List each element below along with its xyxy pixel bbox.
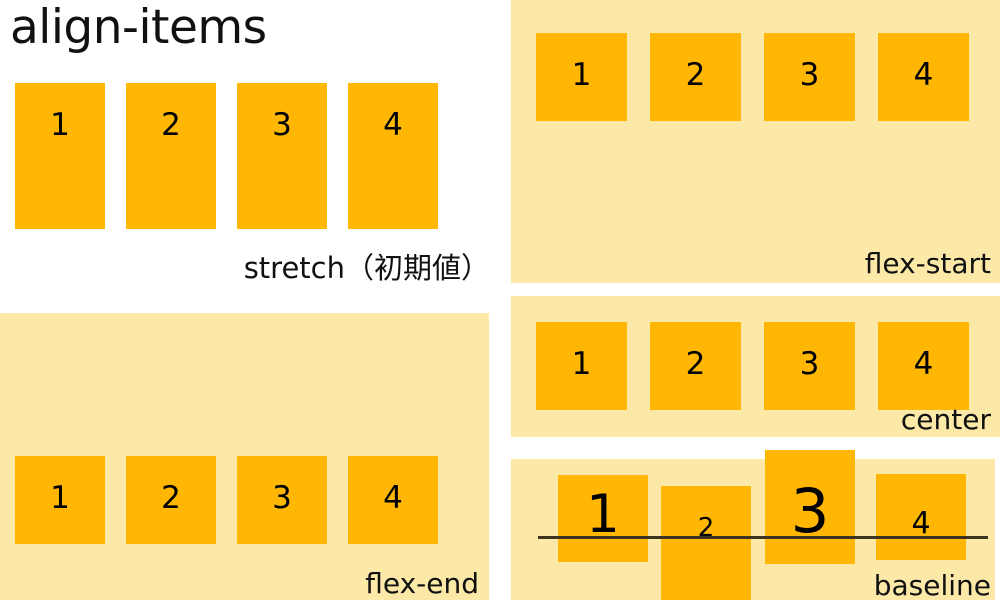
flex-item-2[interactable]: 2 (650, 322, 741, 410)
flex-item-1[interactable]: 1 (536, 33, 627, 121)
flex-item-4[interactable]: 4 (878, 322, 969, 410)
flex-item-label: 2 (697, 513, 715, 543)
flex-item-label: 4 (911, 506, 931, 541)
flex-item-label: 1 (571, 57, 592, 93)
flex-item-label: 4 (383, 107, 403, 143)
flex-item-3[interactable]: 3 (237, 456, 327, 544)
flex-item-label: 4 (913, 346, 934, 382)
flex-item-3[interactable]: 3 (237, 83, 327, 229)
panel-baseline: 1 2 3 4 baseline (511, 450, 995, 602)
flex-item-label: 1 (571, 346, 592, 382)
flex-item-4[interactable]: 4 (348, 456, 438, 544)
flex-item-3[interactable]: 3 (764, 33, 855, 121)
flex-item-label: 3 (799, 57, 820, 93)
flex-item-4[interactable]: 4 (348, 83, 438, 229)
flex-item-2[interactable]: 2 (126, 83, 216, 229)
flex-item-3[interactable]: 3 (765, 450, 855, 564)
flex-item-label: 3 (272, 480, 292, 516)
flex-item-label: 3 (790, 476, 830, 547)
flex-item-1[interactable]: 1 (558, 475, 648, 562)
panel-caption-flex-start: flex-start (864, 247, 991, 280)
flex-item-2[interactable]: 2 (650, 33, 741, 121)
flex-item-label: 2 (161, 107, 181, 143)
flex-item-4[interactable]: 4 (876, 474, 966, 560)
panel-caption-stretch: stretch（初期値） (243, 251, 490, 285)
flex-item-3[interactable]: 3 (764, 322, 855, 410)
panel-flex-start: 1 2 3 4 flex-start (511, 0, 1000, 283)
flex-item-label: 3 (272, 107, 292, 143)
panel-caption-center: center (900, 403, 991, 436)
flex-item-label: 4 (913, 57, 934, 93)
panel-stretch: 1 2 3 4 stretch（初期値） (0, 0, 500, 300)
flex-item-label: 1 (50, 107, 70, 143)
flex-item-label: 2 (161, 480, 181, 516)
flex-item-1[interactable]: 1 (15, 456, 105, 544)
panel-caption-flex-end: flex-end (365, 567, 479, 600)
flex-item-2[interactable]: 2 (661, 486, 751, 600)
panel-flex-end: 1 2 3 4 flex-end (0, 313, 489, 600)
flex-item-label: 1 (50, 480, 70, 516)
panel-caption-baseline: baseline (873, 569, 991, 602)
baseline-rule (538, 536, 988, 539)
page-title: align-items (10, 0, 267, 55)
flex-item-label: 1 (586, 484, 620, 545)
flex-item-label: 2 (685, 57, 706, 93)
flex-item-label: 3 (799, 346, 820, 382)
flex-item-1[interactable]: 1 (15, 83, 105, 229)
flex-item-label: 4 (383, 480, 403, 516)
flex-item-2[interactable]: 2 (126, 456, 216, 544)
flex-item-label: 2 (685, 346, 706, 382)
flex-item-4[interactable]: 4 (878, 33, 969, 121)
flex-item-1[interactable]: 1 (536, 322, 627, 410)
panel-center: 1 2 3 4 center (511, 296, 1000, 437)
